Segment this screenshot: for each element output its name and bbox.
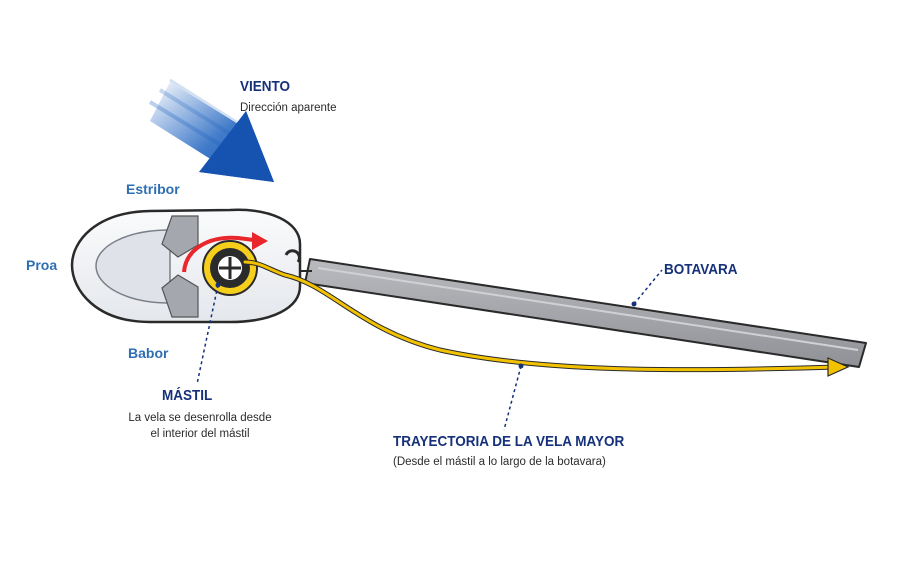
port-label: Babor xyxy=(128,345,169,361)
mast-title: MÁSTIL xyxy=(162,387,213,404)
boom-leader-line xyxy=(633,269,663,305)
boom-title: BOTAVARA xyxy=(664,261,738,278)
rotation-arrow-icon xyxy=(252,232,268,250)
starboard-label: Estribor xyxy=(126,181,180,197)
boom xyxy=(284,258,867,368)
mast-desc-line1: La vela se desenrolla desde xyxy=(128,412,272,424)
wind-title: VIENTO xyxy=(240,78,291,95)
leader-lines xyxy=(196,269,663,431)
wind-subtitle: Dirección aparente xyxy=(240,102,337,114)
mast-leader-dot xyxy=(215,282,221,288)
mast-leader-line xyxy=(196,284,219,385)
sail-path-subtitle: (Desde el mástil a lo largo de la botava… xyxy=(393,456,606,468)
mast xyxy=(182,232,268,296)
mainsail-path xyxy=(242,259,850,377)
bow-label: Proa xyxy=(26,257,58,273)
mast-desc-line2: el interior del mástil xyxy=(150,428,250,440)
sail-leader-dot xyxy=(518,363,524,369)
wind-arrow-icon xyxy=(148,78,274,182)
boom-leader-dot xyxy=(631,301,637,307)
sail-leader-line xyxy=(503,365,522,431)
sail-path-title: TRAYECTORIA DE LA VELA MAYOR xyxy=(393,433,625,450)
